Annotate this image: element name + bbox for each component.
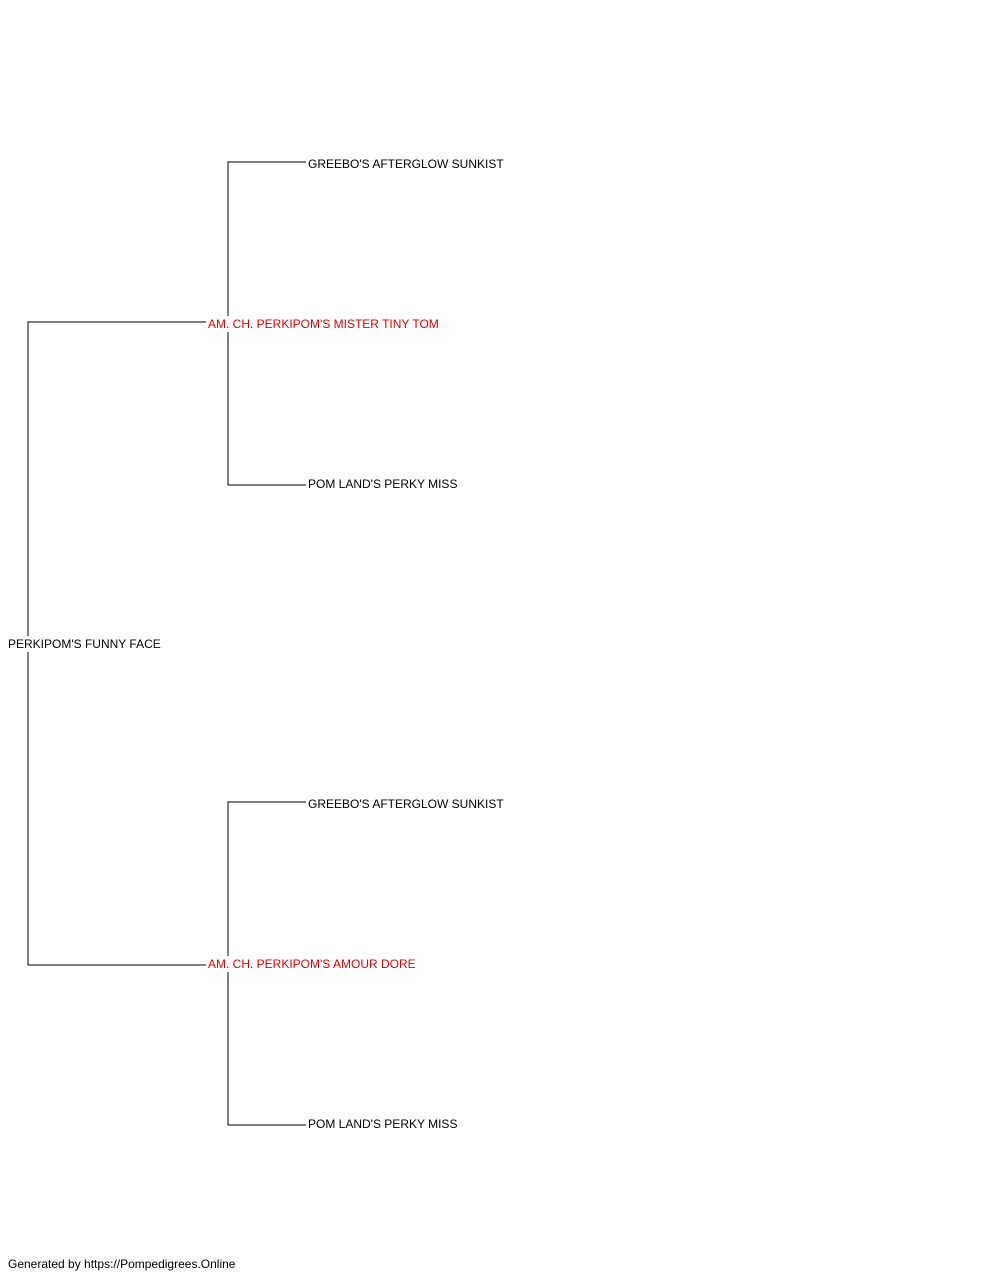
dam-name[interactable]: AM. CH. PERKIPOM'S AMOUR DORE bbox=[206, 956, 418, 972]
sire-dam-name[interactable]: POM LAND'S PERKY MISS bbox=[306, 476, 460, 492]
subject-name[interactable]: PERKIPOM'S FUNNY FACE bbox=[6, 636, 163, 652]
sire-sire-name[interactable]: GREEBO'S AFTERGLOW SUNKIST bbox=[306, 156, 506, 172]
dam-sire-name[interactable]: GREEBO'S AFTERGLOW SUNKIST bbox=[306, 796, 506, 812]
generated-by-footer: Generated by https://Pompedigrees.Online bbox=[8, 1257, 236, 1271]
sire-name[interactable]: AM. CH. PERKIPOM'S MISTER TINY TOM bbox=[206, 316, 441, 332]
dam-dam-name[interactable]: POM LAND'S PERKY MISS bbox=[306, 1116, 460, 1132]
